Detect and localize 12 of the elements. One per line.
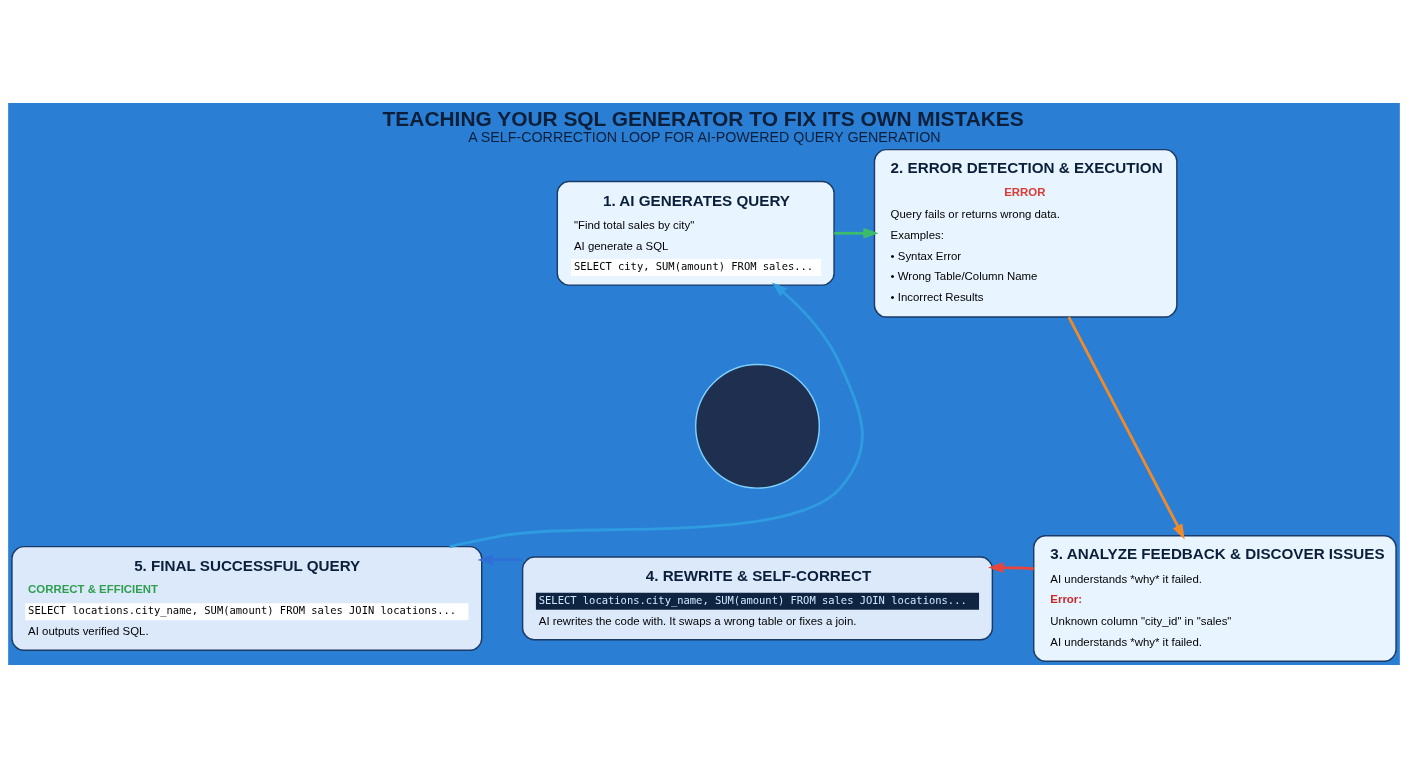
node-box: 4. REWRITE & SELF-CORRECT SELECT locations.city_name, SUM(amount) FROM sales JOIN locations... AI rewrites the code with. It swaps a wrong table or fixes a join. <box>521 556 994 641</box>
node-box: 1. AI GENERATES QUERY "Find total sales by city" AI generate a SQL SELECT city, SUM(amount) FROM sales... <box>556 180 835 286</box>
arrow <box>449 282 864 548</box>
node-box: 3. ANALYZE FEEDBACK & DISCOVER ISSUES AI understands *why* it failed. Error: Unknown column "city_id" in "sales" AI understands *why* it failed. <box>1033 534 1397 662</box>
arrow <box>477 554 523 565</box>
node-box: 2. ERROR DETECTION & EXECUTION ERROR Query fails or returns wrong data. Examples: • Syntax Error • Wrong Table/Column Name • Incorrect Results <box>873 148 1178 318</box>
node-box: 5. FINAL SUCCESSFUL QUERY CORRECT & EFFICIENT SELECT locations.city_name, SUM(amount) FROM sales JOIN locations... AI outputs verified SQL. <box>11 545 483 651</box>
arrow <box>834 227 879 239</box>
arrow <box>988 562 1034 573</box>
node-circle <box>694 363 820 489</box>
arrow <box>1067 316 1185 540</box>
diagram-title: TEACHING YOUR SQL GENERATOR TO FIX ITS OWN MISTAKES <box>382 107 1024 131</box>
